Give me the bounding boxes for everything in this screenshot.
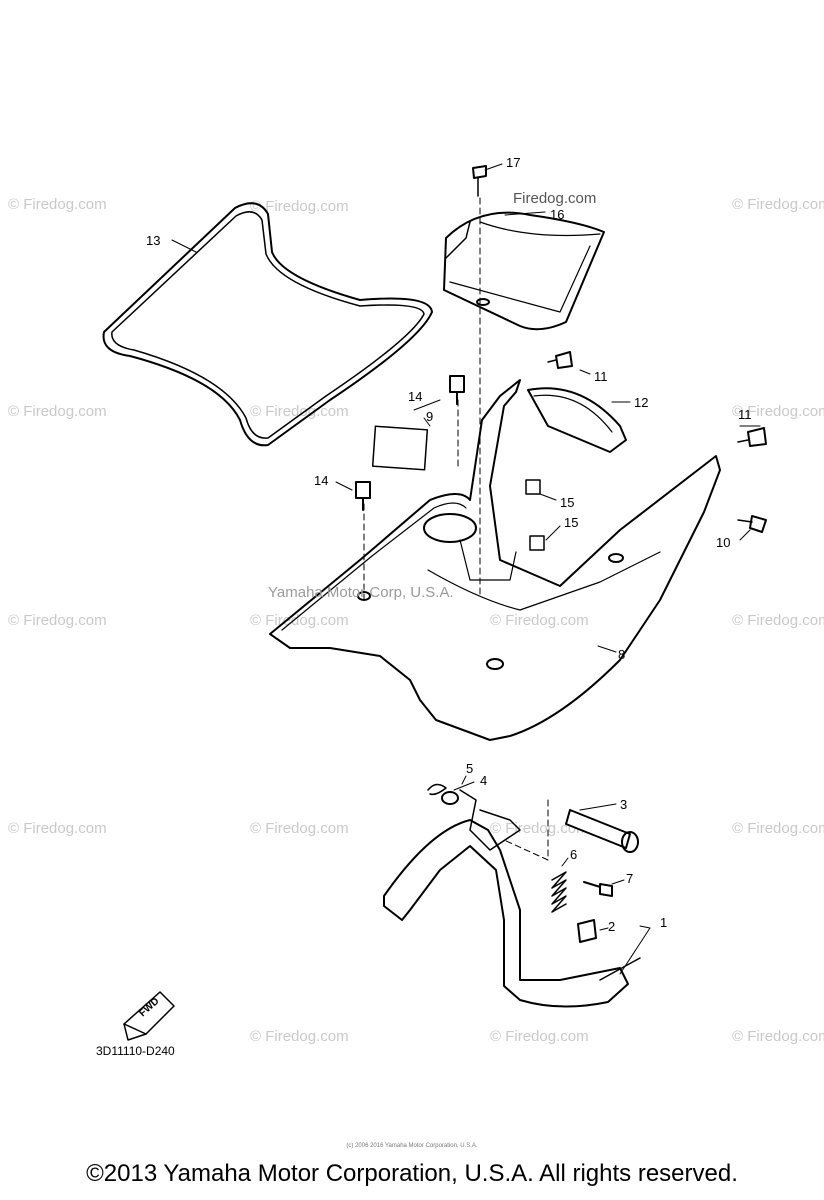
bolt-part-7 [583, 881, 613, 897]
callout-12: 12 [634, 395, 649, 410]
fwd-arrow-icon [123, 991, 175, 1041]
rivet-part-11 [547, 351, 573, 369]
stopper-part-2 [577, 919, 597, 943]
watermark: © Firedog.com [732, 403, 824, 420]
watermark: © Firedog.com [732, 196, 824, 213]
watermark: © Firedog.com [8, 403, 107, 420]
pad-part-9 [371, 425, 429, 471]
watermark: © Firedog.com [732, 820, 824, 837]
bolt-part-14b [355, 481, 371, 511]
watermark: © Firedog.com [8, 196, 107, 213]
watermark: © Firedog.com [490, 612, 589, 629]
clip-part-5 [427, 783, 447, 796]
watermark: © Firedog.com [250, 1028, 349, 1045]
watermark: © Firedog.com [490, 1028, 589, 1045]
tiny-copyright: (c) 2006 2016 Yamaha Motor Corporation, … [346, 1143, 478, 1149]
callout-14: 14 [408, 389, 423, 404]
watermark: © Firedog.com [732, 612, 824, 629]
callout-15: 15 [564, 515, 579, 530]
callout-11: 11 [738, 407, 752, 422]
callout-3: 3 [620, 797, 628, 812]
screw-part-10 [737, 515, 767, 533]
washer-part-4 [441, 791, 459, 805]
shaft-part-3 [565, 809, 639, 853]
watermark: © Firedog.com [8, 612, 107, 629]
nut-part-15 [525, 479, 541, 495]
callout-14: 14 [314, 473, 329, 488]
callout-leaders [171, 163, 761, 975]
floor-mat-part-13 [102, 202, 433, 447]
callout-8: 8 [618, 647, 626, 662]
watermark: © Firedog.com [250, 612, 349, 629]
diagram-code: 3D11110-D240 [96, 1044, 175, 1058]
callout-1: 1 [660, 915, 668, 930]
footrest-board-part-8 [269, 379, 721, 741]
watermark: © Firedog.com [8, 820, 107, 837]
bolt-part-14 [449, 375, 465, 405]
callout-2: 2 [608, 919, 616, 934]
callout-9: 9 [426, 409, 434, 424]
copyright-footer: ©2013 Yamaha Motor Corporation, U.S.A. A… [86, 1160, 738, 1187]
screw-part-17 [472, 165, 487, 197]
center-stand-part-1 [383, 789, 641, 1008]
callout-4: 4 [480, 773, 488, 788]
callout-5: 5 [466, 761, 474, 776]
callout-13: 13 [146, 233, 161, 248]
callout-11: 11 [594, 369, 608, 384]
spring-part-6 [551, 871, 567, 913]
rivet-part-11b [737, 427, 767, 447]
callout-6: 6 [570, 847, 578, 862]
callout-15: 15 [560, 495, 575, 510]
cover-part-12 [527, 387, 627, 453]
callout-17: 17 [506, 155, 521, 170]
watermark: © Firedog.com [250, 820, 349, 837]
nut-part-15b [529, 535, 545, 551]
watermark: © Firedog.com [732, 1028, 824, 1045]
center-watermark: Yamaha Motor Corp, U.S.A. [268, 584, 454, 601]
panel-part-16 [443, 211, 605, 331]
watermark: © Firedog.com [250, 198, 349, 215]
inner-watermark: Firedog.com [513, 190, 597, 207]
watermark: © Firedog.com [250, 403, 349, 420]
callout-10: 10 [716, 535, 731, 550]
callout-7: 7 [626, 871, 634, 886]
callout-16: 16 [550, 207, 565, 222]
